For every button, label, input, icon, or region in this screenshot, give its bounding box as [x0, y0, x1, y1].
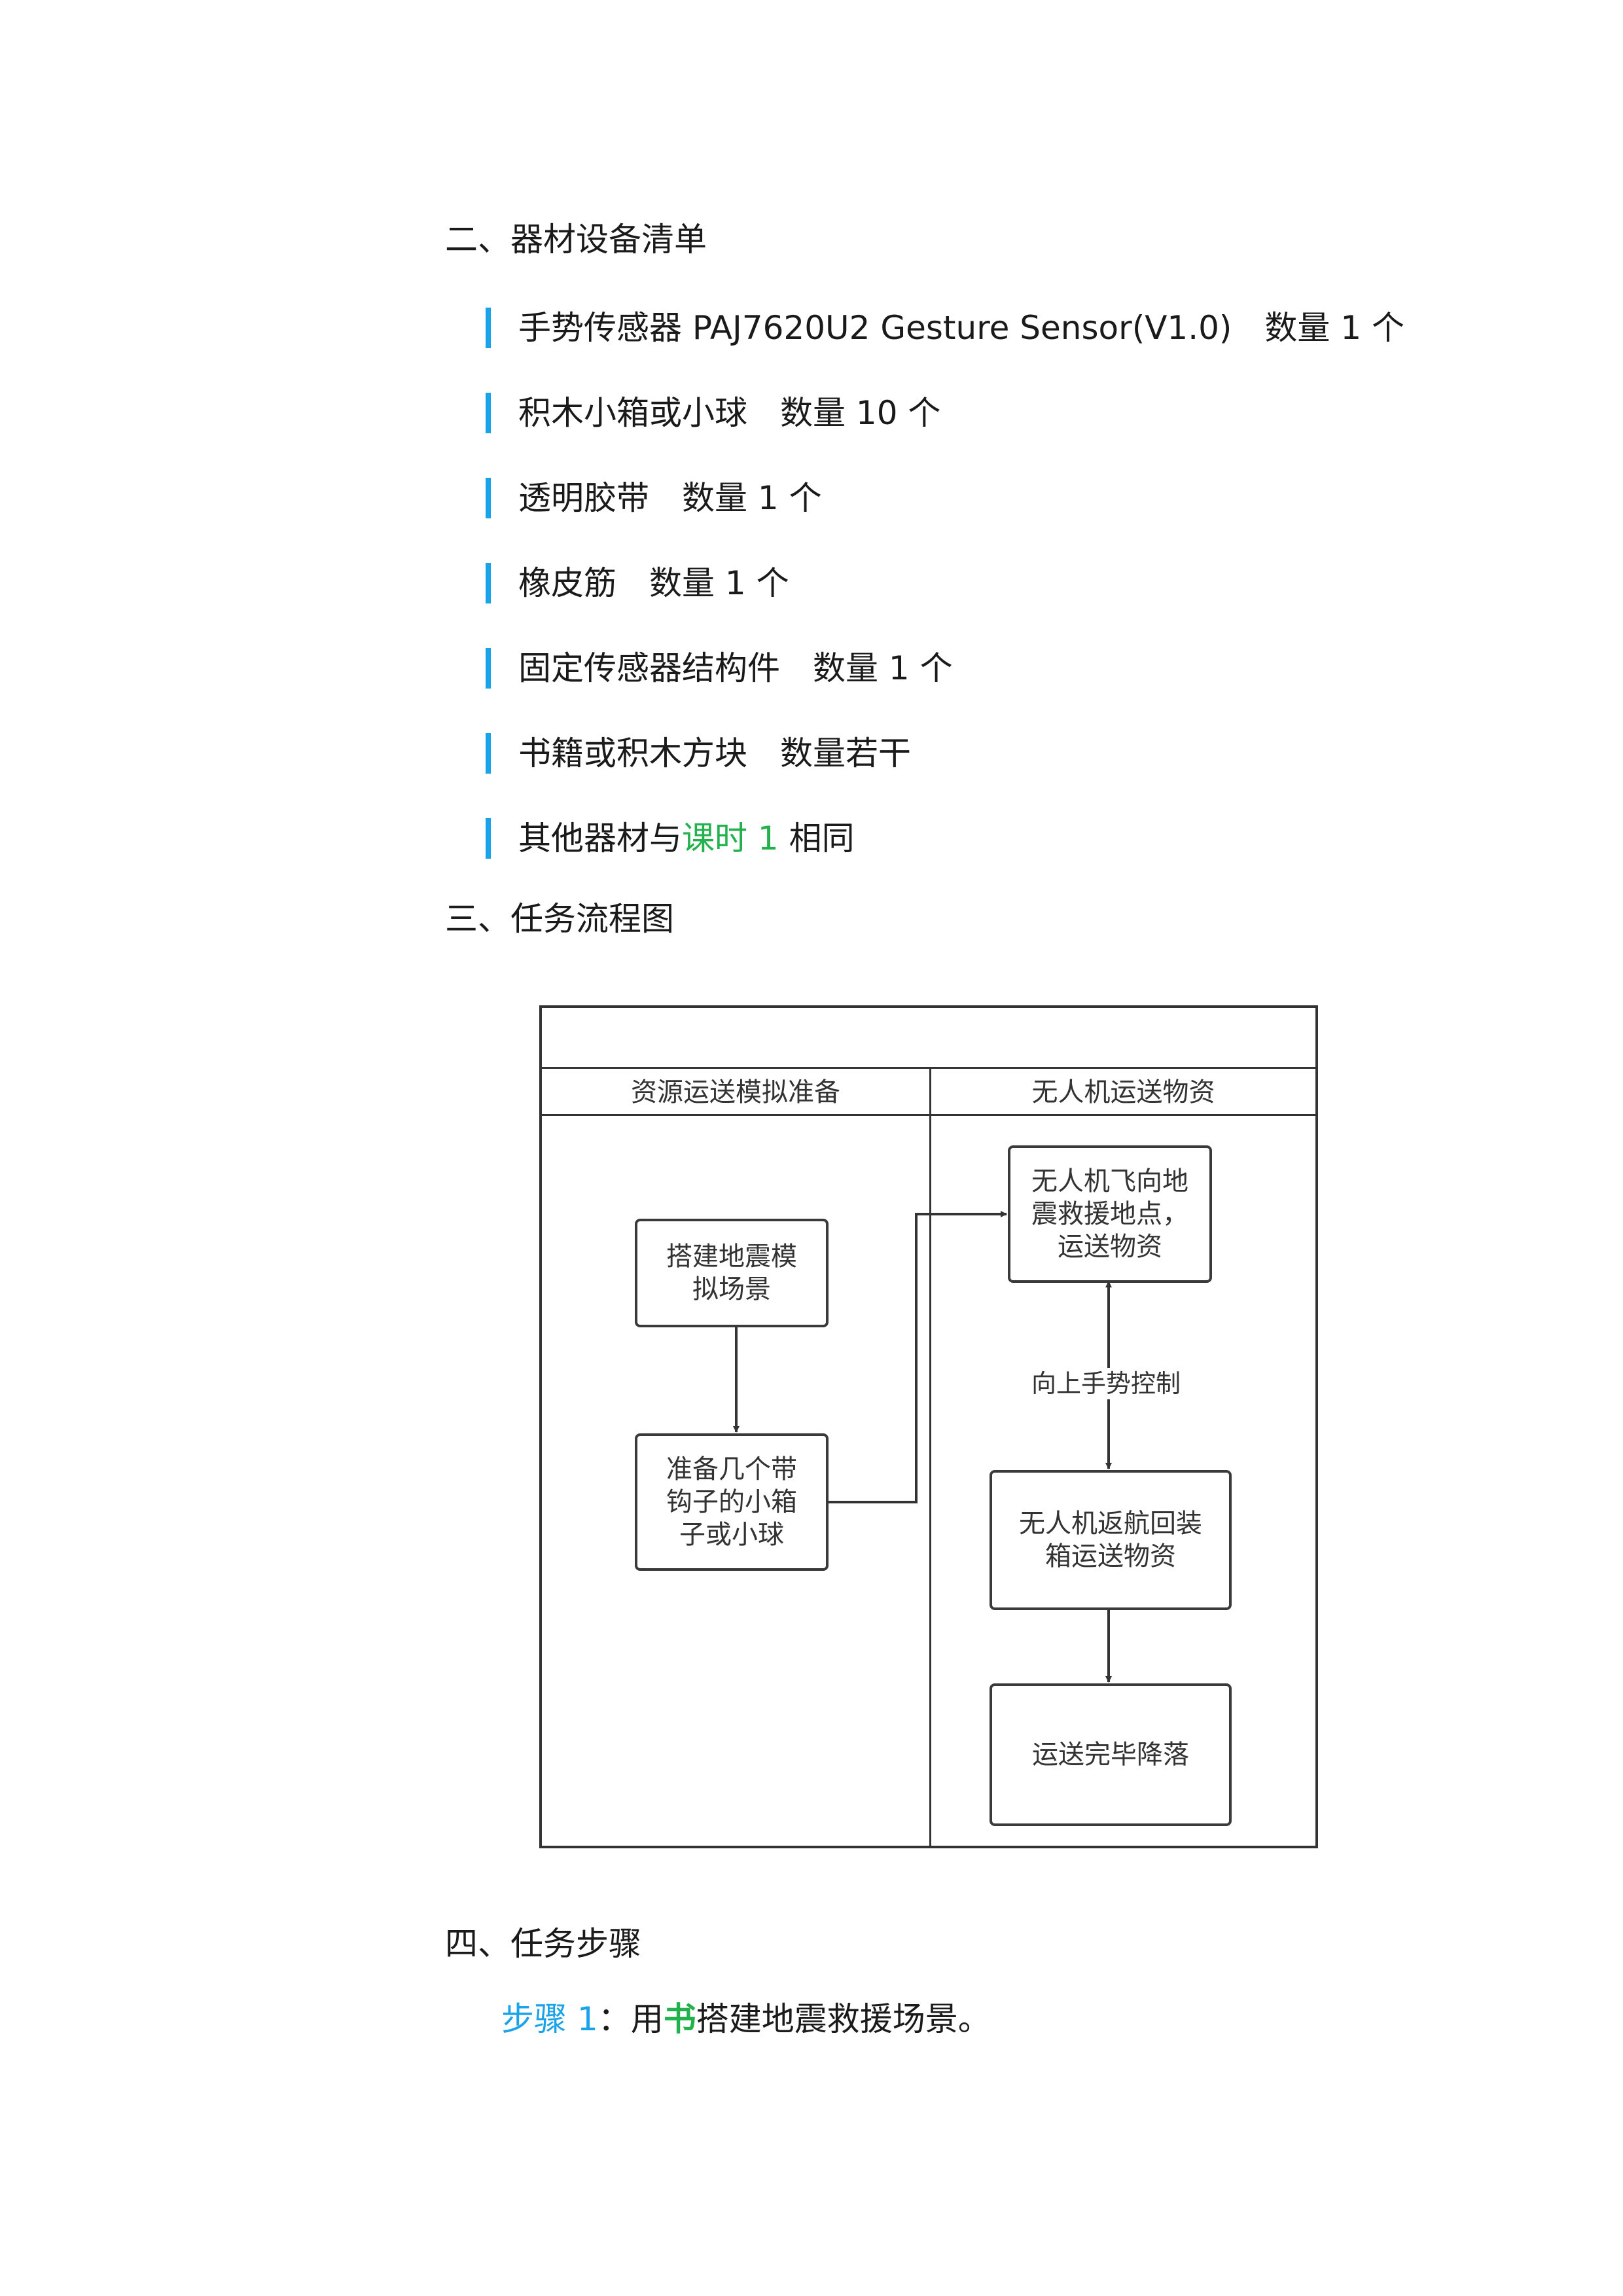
lane-divider [929, 1069, 931, 1846]
section-2-heading: 二、器材设备清单 [445, 221, 707, 259]
list-bar [486, 308, 491, 348]
list-item-text: 积木小箱或小球 数量 10 个 [518, 394, 941, 432]
list-item-text: 其他器材与课时 1 相同 [518, 817, 855, 860]
step-1-book: 书 [663, 2000, 696, 2038]
step-1-colon: ：用 [597, 2000, 664, 2038]
lane-header-drone: 无人机运送物资 [931, 1069, 1315, 1116]
list-bar [486, 563, 491, 603]
list-item-text: 橡皮筋 数量 1 个 [518, 564, 789, 602]
list-bar [486, 478, 491, 518]
flowchart-title-bar [542, 1008, 1315, 1069]
lesson-1-link[interactable]: 课时 1 [682, 819, 779, 857]
node-land: 运送完毕降落 [990, 1683, 1232, 1826]
edge-prepare-to-fly [822, 1211, 1007, 1503]
list-bar [486, 393, 491, 433]
list-item-text: 书籍或积木方块 数量若干 [518, 734, 911, 772]
flowchart: 资源运送模拟准备 无人机运送物资 向上手势控制 搭建地震模 拟场景 准备几个带 … [539, 1005, 1318, 1848]
section-3-heading: 三、任务流程图 [445, 900, 674, 938]
list-item-suffix: 相同 [778, 819, 855, 857]
lane-header-prepare: 资源运送模拟准备 [542, 1069, 929, 1116]
step-1: 步骤 1：用书搭建地震救援场景。 [501, 1998, 991, 2041]
node-build-scene: 搭建地震模 拟场景 [635, 1219, 829, 1327]
section-4-heading: 四、任务步骤 [445, 1925, 641, 1963]
list-bar [486, 648, 491, 689]
step-1-label: 步骤 1 [501, 2000, 598, 2038]
list-bar [486, 733, 491, 774]
step-1-rest: 搭建地震救援场景。 [696, 2000, 991, 2038]
list-item-text: 手势传感器 PAJ7620U2 Gesture Sensor(V1.0) 数量 … [518, 309, 1405, 347]
node-return-home: 无人机返航回装 箱运送物资 [990, 1470, 1232, 1610]
gesture-up-label: 向上手势控制 [1027, 1368, 1185, 1399]
list-item-text: 透明胶带 数量 1 个 [518, 479, 822, 517]
list-bar [486, 818, 491, 859]
node-fly-to-site: 无人机飞向地 震救援地点， 运送物资 [1008, 1145, 1212, 1283]
list-item-text: 固定传感器结构件 数量 1 个 [518, 649, 953, 687]
list-item-prefix: 其他器材与 [518, 819, 682, 857]
node-prepare-boxes: 准备几个带 钩子的小箱 子或小球 [635, 1433, 829, 1571]
